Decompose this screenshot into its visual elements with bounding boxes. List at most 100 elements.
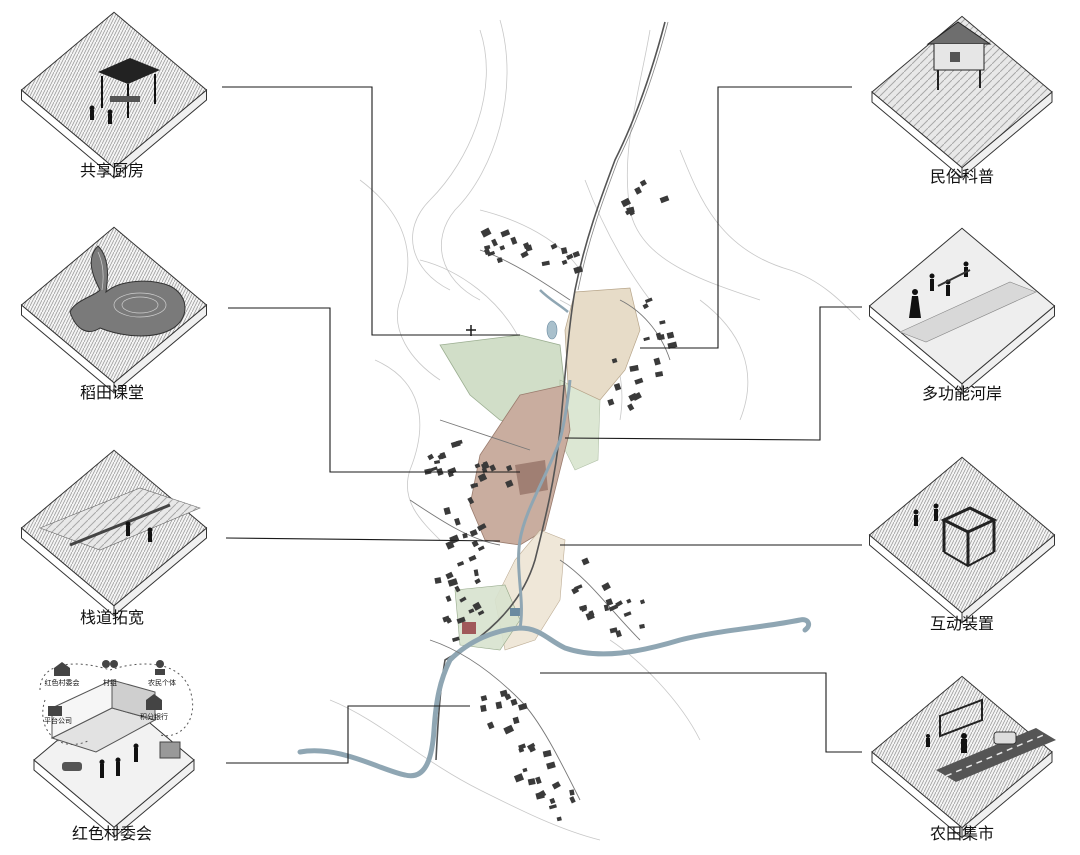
building (468, 608, 475, 614)
building (620, 197, 632, 208)
building (626, 598, 632, 604)
leader-folk-science (640, 86, 852, 349)
building (569, 796, 576, 804)
network-label-platform: 平台公司 (44, 717, 72, 725)
building (503, 724, 515, 735)
building (447, 471, 454, 478)
building (499, 689, 508, 698)
building (487, 721, 495, 730)
building (443, 506, 451, 515)
building (518, 743, 527, 750)
building (477, 610, 485, 616)
building (445, 571, 454, 580)
building (472, 601, 482, 611)
village-master-plan (297, 19, 861, 841)
building (623, 611, 632, 617)
building (542, 749, 552, 758)
building (459, 596, 467, 603)
building (627, 403, 635, 412)
building (655, 371, 664, 378)
building (634, 186, 642, 195)
red-committee-illustration (39, 660, 194, 778)
folk-science-slab (871, 15, 1053, 179)
building (467, 496, 475, 505)
leader-rice-classroom (228, 307, 520, 473)
building (653, 357, 661, 366)
building (454, 585, 461, 593)
building (480, 695, 488, 702)
leader-lines (222, 86, 862, 764)
network-label-villagers: 村组 (103, 679, 117, 687)
building (613, 382, 622, 391)
building (659, 320, 666, 325)
building (639, 599, 646, 605)
label-plank-widening: 栈道拓宽 (79, 608, 145, 627)
building (561, 259, 568, 265)
building (536, 789, 547, 799)
building (548, 804, 557, 810)
building (480, 704, 487, 712)
building (643, 336, 650, 342)
label-multi-riverbank: 多功能河岸 (921, 384, 1003, 403)
building (629, 364, 639, 372)
building (505, 479, 514, 488)
building (454, 517, 461, 526)
building (634, 377, 644, 385)
building (527, 742, 536, 750)
interactive-device-illustration (913, 503, 998, 568)
building (495, 701, 503, 710)
building (566, 253, 574, 261)
building (491, 238, 498, 247)
building (456, 561, 465, 567)
building (445, 595, 452, 602)
building (452, 636, 460, 642)
farm-market-slab (871, 675, 1053, 839)
building (433, 460, 441, 465)
building (456, 616, 466, 624)
building (476, 523, 487, 532)
building (480, 227, 492, 238)
building (481, 462, 490, 470)
building (611, 358, 618, 364)
building (546, 761, 556, 770)
building (468, 554, 477, 562)
leader-multi-riverbank (564, 306, 862, 441)
building (500, 229, 511, 238)
building (510, 698, 518, 706)
building (506, 464, 513, 472)
building (666, 331, 675, 339)
network-label-points-bank: 积分银行 (140, 713, 168, 721)
plank-widening-illustration (39, 487, 201, 551)
blue-pond (510, 608, 520, 616)
building (628, 392, 638, 402)
river (297, 617, 812, 779)
building (462, 532, 468, 539)
building (609, 627, 618, 634)
building (510, 236, 518, 245)
building (484, 244, 491, 250)
building (615, 600, 623, 608)
network-label-farmers: 农民个体 (148, 679, 176, 687)
building (439, 452, 447, 460)
building (556, 816, 562, 822)
building (601, 582, 611, 592)
building (518, 702, 528, 711)
building (489, 464, 497, 472)
building (525, 244, 533, 252)
building (513, 773, 525, 783)
label-interactive-device: 互动装置 (929, 614, 995, 633)
building (608, 604, 619, 612)
building (496, 257, 503, 264)
building (639, 623, 645, 629)
building (644, 297, 653, 304)
multi-riverbank-illustration (899, 261, 1037, 343)
building (667, 341, 678, 349)
building (522, 767, 528, 773)
farm-market-illustration (926, 698, 1056, 782)
building (579, 604, 588, 611)
building (447, 578, 458, 587)
building (474, 578, 481, 585)
building (569, 789, 575, 796)
building (573, 265, 584, 274)
